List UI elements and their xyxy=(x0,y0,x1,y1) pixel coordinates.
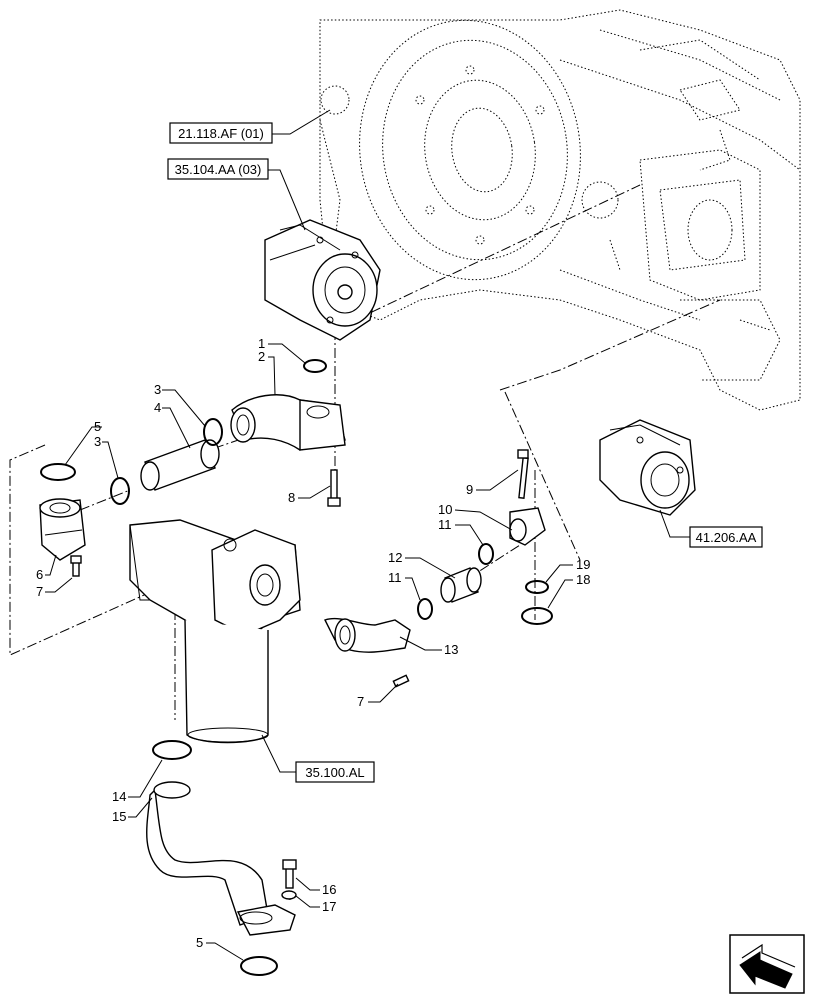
ref-box-21-118-af[interactable]: 21.118.AF (01) xyxy=(169,122,273,144)
callout-12: 12 xyxy=(388,550,402,565)
elbow-fitting-2 xyxy=(230,394,346,451)
leader-lines xyxy=(45,109,690,961)
small-fitting-10 xyxy=(509,507,546,546)
bolt-8 xyxy=(327,469,341,507)
callout-19: 19 xyxy=(576,557,590,572)
o-ring-5b xyxy=(240,956,278,976)
ref-box-41-206-aa[interactable]: 41.206.AA xyxy=(689,526,763,548)
callout-11: 11 xyxy=(388,570,402,585)
o-rings xyxy=(40,359,553,976)
ref-box-35-104-aa[interactable]: 35.104.AA (03) xyxy=(167,158,269,180)
bolt-7-right xyxy=(392,674,410,688)
svg-text:41.206.AA: 41.206.AA xyxy=(696,530,757,545)
callout-5: 5 xyxy=(196,935,203,950)
svg-text:35.100.AL: 35.100.AL xyxy=(305,765,364,780)
callout-17: 17 xyxy=(322,899,336,914)
svg-text:35.104.AA (03): 35.104.AA (03) xyxy=(175,162,262,177)
callout-2: 2 xyxy=(258,349,265,364)
callout-15: 15 xyxy=(112,809,126,824)
callout-16: 16 xyxy=(322,882,336,897)
hydraulic-pump-right xyxy=(599,419,696,516)
callout-3: 3 xyxy=(154,382,161,397)
o-ring-18 xyxy=(521,607,553,625)
next-page-arrow-icon[interactable] xyxy=(729,934,805,994)
callout-7: 7 xyxy=(36,584,43,599)
o-ring-11b xyxy=(417,598,433,620)
callout-1: 1 xyxy=(258,336,265,351)
bolt-9 xyxy=(517,449,529,499)
callout-8: 8 xyxy=(288,490,295,505)
washer-17 xyxy=(281,890,297,900)
connector-pipe-4 xyxy=(140,439,220,491)
callout-10: 10 xyxy=(438,502,452,517)
o-ring-11a xyxy=(478,543,494,565)
callout-18: 18 xyxy=(576,572,590,587)
callout-numbers: 1 2 3 4 5 3 6 7 8 9 10 11 12 11 13 19 18… xyxy=(36,336,590,950)
o-ring-3a xyxy=(203,418,223,446)
flywheel-housing xyxy=(359,19,581,281)
bolt-16 xyxy=(282,859,297,889)
callout-7: 7 xyxy=(357,694,364,709)
filter-housing xyxy=(129,519,301,744)
callout-5: 5 xyxy=(94,419,101,434)
callout-3: 3 xyxy=(94,434,101,449)
o-ring-19 xyxy=(525,580,549,594)
svg-text:21.118.AF (01): 21.118.AF (01) xyxy=(178,126,264,141)
engine-housing-outline xyxy=(319,9,801,411)
o-ring-3b xyxy=(110,477,130,505)
s-pipe-15 xyxy=(146,781,296,936)
callout-13: 13 xyxy=(444,642,458,657)
o-ring-5a xyxy=(40,463,76,481)
bolt-7-left xyxy=(70,555,82,577)
o-ring-14 xyxy=(152,740,192,760)
o-ring-1 xyxy=(303,359,327,373)
callout-11: 11 xyxy=(438,517,452,532)
callout-14: 14 xyxy=(112,789,126,804)
hydraulic-pump-upper xyxy=(264,219,381,341)
ref-box-35-100-al[interactable]: 35.100.AL xyxy=(295,761,375,783)
curved-hose-13 xyxy=(324,617,411,653)
callout-6: 6 xyxy=(36,567,43,582)
callout-4: 4 xyxy=(154,400,161,415)
flange-fitting-6 xyxy=(39,498,86,561)
callout-9: 9 xyxy=(466,482,473,497)
